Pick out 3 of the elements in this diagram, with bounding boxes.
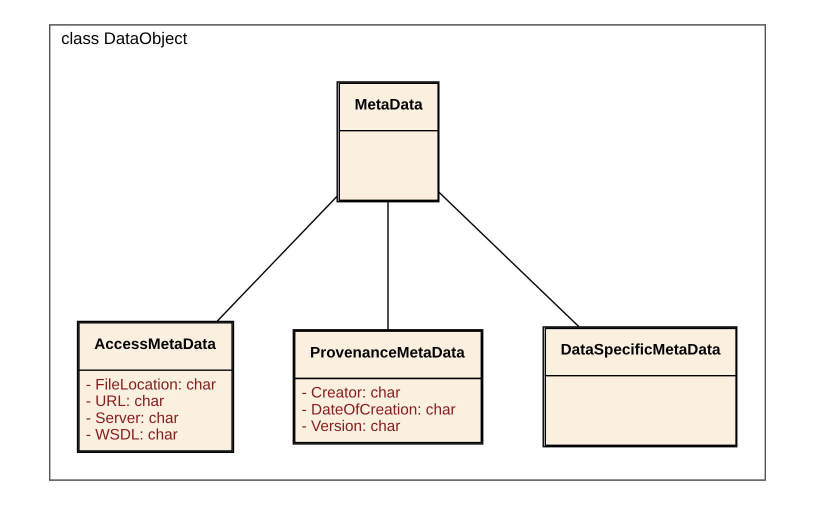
connector <box>216 196 337 322</box>
connector <box>438 192 579 328</box>
connector <box>386 202 388 330</box>
